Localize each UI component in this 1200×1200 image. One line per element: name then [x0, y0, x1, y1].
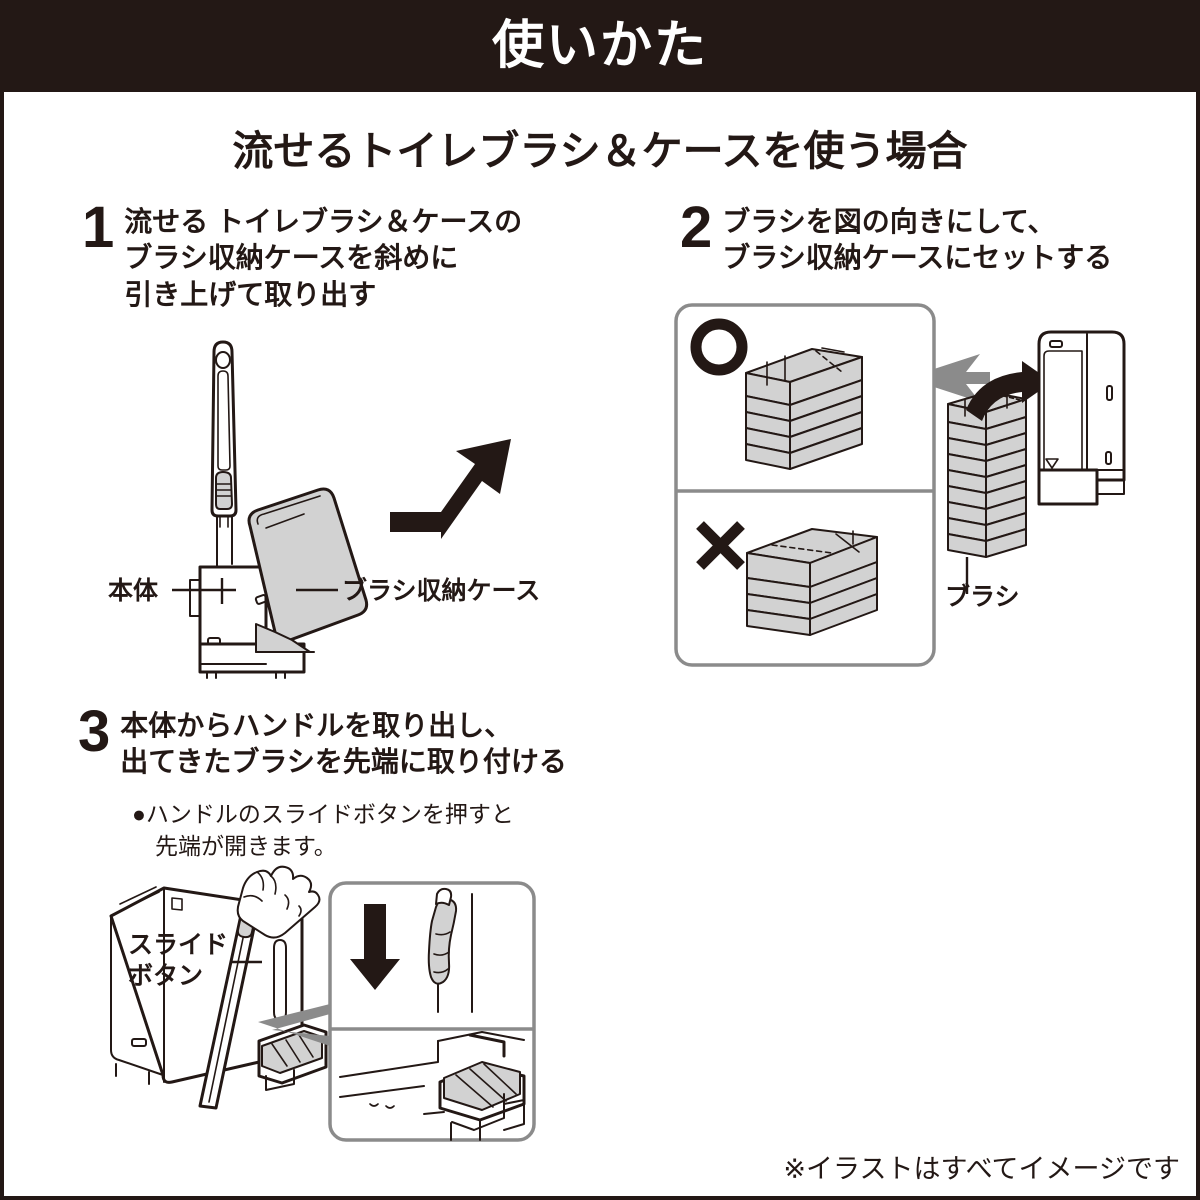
step-3-illustration — [109, 865, 536, 1142]
footer-disclaimer: ※イラストはすべてイメージです — [783, 1154, 1180, 1184]
circle-ok-icon — [690, 318, 748, 376]
main-body-illustration — [189, 565, 306, 679]
ok-ng-panel-box — [674, 303, 936, 667]
curved-arrow-icon — [966, 361, 1052, 421]
step-2-heading: 2 ブラシを図の向きにして、 ブラシ収納ケースにセットする — [680, 195, 1113, 277]
label-brush-storage-case: ブラシ収納ケース — [342, 577, 541, 605]
page-title: 使いかた — [491, 17, 708, 75]
arrow-down-icon — [350, 904, 400, 990]
step-2-number: 2 — [680, 195, 713, 260]
handle-illustration — [210, 340, 238, 579]
step-1-illustration — [172, 340, 511, 679]
brush-storage-case-illustration — [247, 487, 369, 653]
detail-callout-box — [328, 881, 536, 1142]
step-3-number: 3 — [78, 699, 111, 764]
step-3-note: ●ハンドルのスライドボタンを押すと 先端が開きます。 — [132, 801, 514, 859]
page-subtitle: 流せるトイレブラシ＆ケースを使う場合 — [232, 128, 968, 174]
step-3-heading: 3 本体からハンドルを取り出し、 出てきたブラシを先端に取り付ける — [78, 699, 567, 781]
step-1-text: 流せる トイレブラシ＆ケースの ブラシ収納ケースを斜めに 引き上げて取り出す — [124, 206, 523, 310]
brush-stack-incorrect — [746, 528, 878, 636]
brush-column — [947, 391, 1027, 558]
step-2-text: ブラシを図の向きにして、 ブラシ収納ケースにセットする — [722, 206, 1113, 274]
page-header: 使いかた — [4, 4, 1196, 92]
step-3-text: 本体からハンドルを取り出し、 出てきたブラシを先端に取り付ける — [120, 710, 567, 778]
label-main-body: 本体 — [108, 577, 159, 605]
step-1-label-leaders — [172, 578, 338, 604]
step-1-number: 1 — [82, 195, 115, 260]
brush-tip-detail — [339, 1031, 526, 1141]
brush-storage-case-upright — [1037, 330, 1126, 506]
step-1-heading: 1 流せる トイレブラシ＆ケースの ブラシ収納ケースを斜めに 引き上げて取り出す — [82, 195, 523, 313]
label-brush: ブラシ — [945, 583, 1020, 611]
step-2-illustration — [674, 303, 1126, 667]
label-slide-button: スライド ボタン — [128, 931, 229, 990]
arrow-up-right-icon — [390, 439, 511, 539]
cross-ng-icon — [696, 521, 745, 570]
detail-callout-pointer — [258, 1004, 330, 1046]
slide-button-press-detail — [350, 887, 473, 1013]
callout-pointer — [934, 354, 990, 402]
slide-button-detail — [236, 909, 257, 939]
brush-stack-correct — [745, 347, 863, 470]
